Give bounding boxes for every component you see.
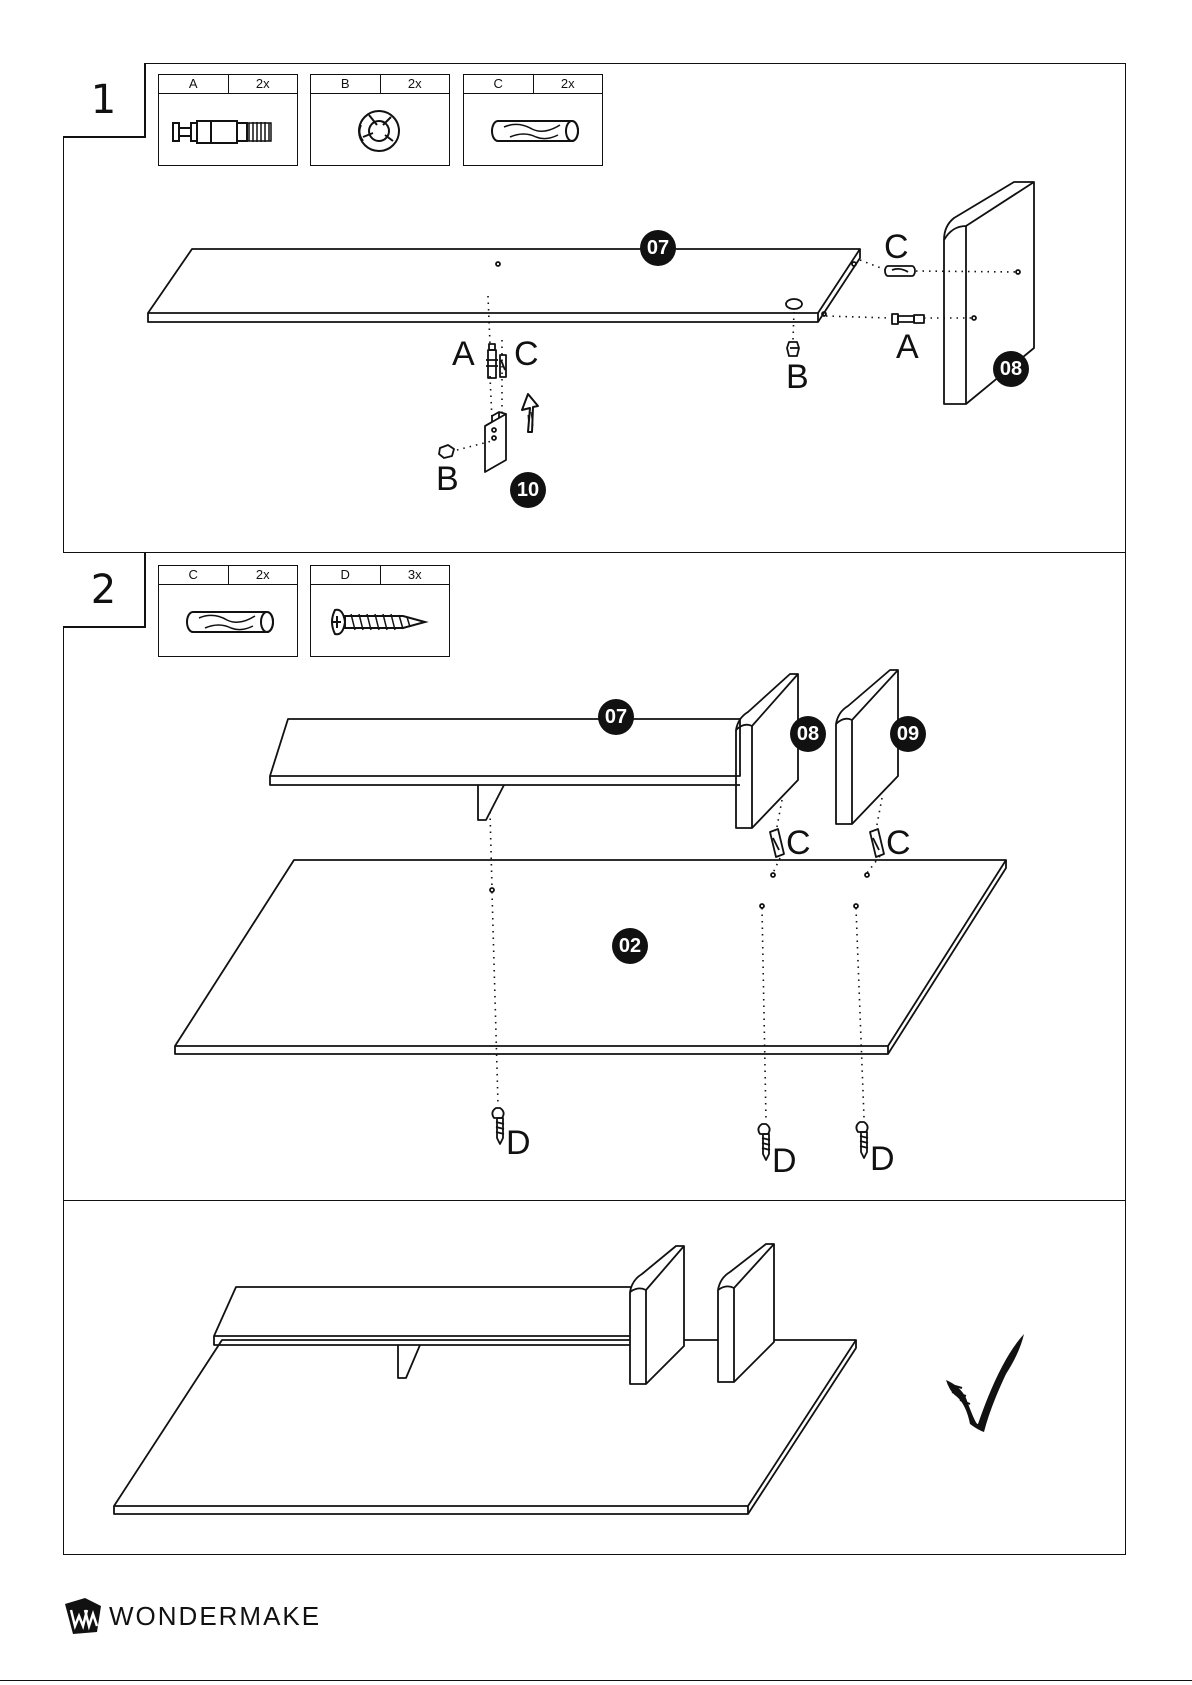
part-label-08: 08 [790, 716, 826, 752]
fitting-b-step1-right [787, 342, 799, 356]
fitting-label-c: C [886, 826, 911, 860]
wondermake-logo-icon [63, 1596, 103, 1636]
fitting-label-b: B [436, 462, 459, 496]
part-label-02: 02 [612, 928, 648, 964]
fitting-label-c: C [514, 337, 539, 371]
fitting-c-step2-1 [770, 829, 784, 857]
screw-d-step2-2 [758, 1124, 770, 1160]
fitting-a-step1-right [892, 314, 924, 324]
fitting-label-d: D [772, 1144, 797, 1178]
brand-name: WONDERMAKE [109, 1601, 321, 1632]
panel-02-step2 [175, 860, 1006, 1054]
checkmark-icon [946, 1334, 1024, 1432]
fitting-label-c: C [884, 230, 909, 264]
part-label-09: 09 [890, 716, 926, 752]
panel-09-step2 [836, 670, 898, 824]
part-label-08: 08 [993, 351, 1029, 387]
fitting-label-d: D [506, 1126, 531, 1160]
panel-10-step1 [485, 412, 506, 472]
panel-07-step2 [270, 719, 740, 820]
screw-d-step2-1 [492, 1108, 504, 1144]
footer-line [0, 1680, 1192, 1681]
fitting-c-step1 [500, 355, 506, 377]
screw-d-step2-3 [856, 1122, 868, 1158]
brand-footer: WONDERMAKE [63, 1596, 321, 1636]
fitting-b-step1-lower [439, 445, 454, 458]
fitting-label-c: C [786, 826, 811, 860]
part-label-10: 10 [510, 472, 546, 508]
fitting-a-step1 [486, 344, 498, 378]
fitting-c-step2-2 [870, 829, 884, 857]
fitting-c-step1-right [885, 266, 915, 276]
fitting-label-a: A [452, 337, 475, 371]
final-assembly [114, 1244, 856, 1514]
part-label-07: 07 [640, 230, 676, 266]
panel-07-step1 [148, 249, 860, 322]
fitting-label-a: A [896, 330, 919, 364]
fitting-label-b: B [786, 360, 809, 394]
up-arrow-icon [522, 394, 538, 432]
panel-08-step2 [736, 674, 798, 828]
fitting-label-d: D [870, 1142, 895, 1176]
part-label-07: 07 [598, 699, 634, 735]
